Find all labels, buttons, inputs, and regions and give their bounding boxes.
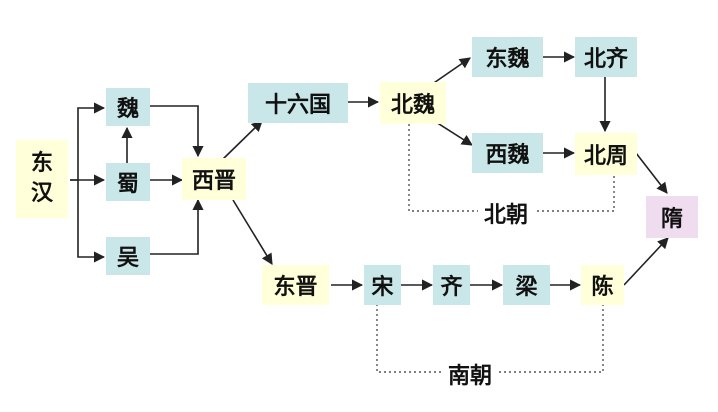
node-donghan-line2: 汉 xyxy=(30,181,53,206)
node-xiwei: 西魏 xyxy=(472,133,543,173)
xijin-to-shiliuguo-arrow xyxy=(221,120,263,161)
node-chen: 陈 xyxy=(581,265,624,305)
node-qi: 齐 xyxy=(433,265,470,305)
node-dongjin: 东晋 xyxy=(262,265,329,305)
chen-to-sui-arrow xyxy=(623,237,669,286)
wei-to-xijin-arrow xyxy=(150,105,204,158)
node-shiliuguo: 十六国 xyxy=(248,83,348,123)
southern-dynasties-label: 南朝 xyxy=(442,358,499,390)
node-beiqi: 北齐 xyxy=(575,37,637,77)
node-beizhou: 北周 xyxy=(575,133,637,175)
donghan-to-wei-arrow xyxy=(70,102,106,181)
node-sui: 隋 xyxy=(646,196,698,238)
node-wu: 吴 xyxy=(106,237,150,275)
node-xijin: 西晋 xyxy=(182,158,246,200)
node-donghan: 东 汉 xyxy=(16,140,68,218)
wu-to-xijin-arrow xyxy=(150,198,204,255)
node-donghan-line1: 东 xyxy=(30,151,53,176)
northern-dynasties-label: 北朝 xyxy=(478,197,535,229)
node-liang: 梁 xyxy=(503,265,550,305)
donghan-to-wu-arrow xyxy=(77,180,106,263)
beizhou-to-sui-arrow xyxy=(635,152,668,194)
xijin-to-dongjin-arrow xyxy=(232,199,273,265)
node-shu: 蜀 xyxy=(106,163,150,201)
node-wei: 魏 xyxy=(106,88,150,126)
node-dongwei: 东魏 xyxy=(472,37,543,77)
node-song: 宋 xyxy=(364,265,401,305)
node-beiwei: 北魏 xyxy=(380,82,446,124)
